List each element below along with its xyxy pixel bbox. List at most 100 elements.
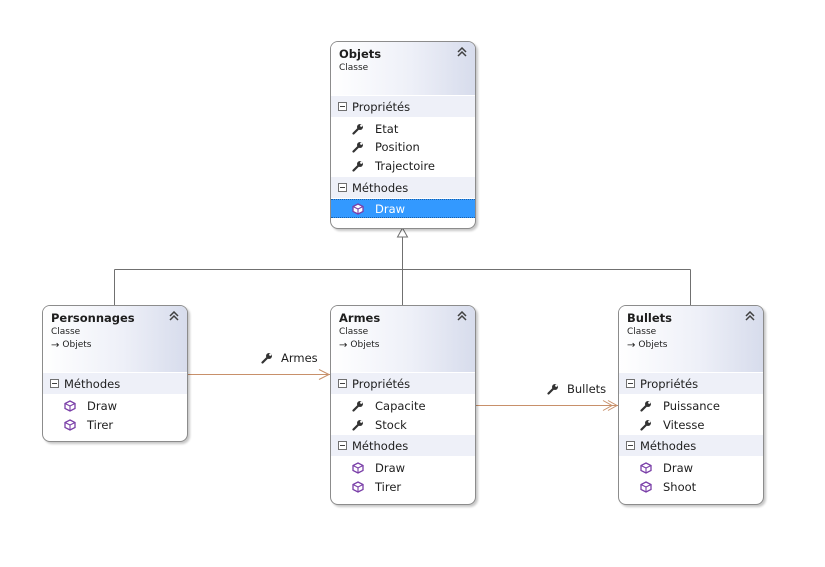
class-name: Armes [339,311,381,325]
property-label: Capacite [375,398,426,413]
class-objets[interactable]: Objets Classe Propriétés Etat Position T… [330,41,476,229]
wrench-icon [351,418,365,432]
method-label: Tirer [87,417,114,432]
double-chevron-up-icon[interactable] [743,309,757,323]
section-title: Méthodes [64,376,121,391]
double-chevron-up-icon[interactable] [167,309,181,323]
base-class-name: Objets [62,340,92,350]
section-methods[interactable]: Méthodes [619,435,763,456]
double-chevron-up-icon[interactable] [455,309,469,323]
wrench-icon [639,399,653,413]
method-item[interactable]: Shoot [619,477,763,496]
class-armes-header[interactable]: Armes Classe →Objets [331,306,475,372]
class-armes[interactable]: Armes Classe →Objets Propriétés Capacite… [330,305,476,505]
method-label: Draw [375,460,406,475]
right-arrow-icon: → [339,340,348,351]
property-item[interactable]: Trajectoire [331,156,475,175]
section-properties[interactable]: Propriétés [619,373,763,394]
cube-icon [639,480,653,494]
method-item[interactable]: Draw [331,458,475,477]
class-bullets-header[interactable]: Bullets Classe →Objets [619,306,763,372]
cube-icon [63,399,77,413]
class-stereotype: Classe [627,327,657,337]
minus-box-icon[interactable] [338,441,347,450]
class-name: Personnages [51,311,135,325]
association-bullets-label[interactable]: Bullets [546,381,606,397]
class-name: Bullets [627,311,672,325]
method-item[interactable]: Draw [43,396,187,415]
class-personnages[interactable]: Personnages Classe →Objets Méthodes Draw… [42,305,188,442]
class-personnages-header[interactable]: Personnages Classe →Objets [43,306,187,372]
section-methods[interactable]: Méthodes [331,177,475,198]
method-label: Shoot [663,479,697,494]
section-title: Méthodes [352,438,409,453]
inheritance-connector [114,226,691,305]
association-bullets-line[interactable] [475,400,619,411]
property-label: Stock [375,417,407,432]
class-stereotype: Classe [339,327,369,337]
association-label-text: Armes [281,351,318,365]
method-label: Draw [87,398,118,413]
section-title: Propriétés [352,376,411,391]
property-item[interactable]: Etat [331,119,475,138]
method-label: Draw [663,460,694,475]
class-bullets[interactable]: Bullets Classe →Objets Propriétés Puissa… [618,305,764,505]
wrench-icon [351,399,365,413]
property-item[interactable]: Capacite [331,396,475,415]
property-label: Position [375,139,420,154]
property-label: Puissance [663,398,720,413]
property-label: Vitesse [663,417,705,432]
class-name: Objets [339,47,382,61]
inheritance-arrowhead [396,226,409,238]
wrench-icon [351,122,365,136]
wrench-icon [351,159,365,173]
right-arrow-icon: → [627,340,636,351]
minus-box-icon[interactable] [338,379,347,388]
association-label-text: Bullets [567,382,607,396]
wrench-icon [639,418,653,432]
section-properties[interactable]: Propriétés [331,96,475,117]
base-class: →Objets [627,339,755,352]
base-class-name: Objets [638,340,668,350]
class-objets-header[interactable]: Objets Classe [331,42,475,95]
class-stereotype: Classe [339,63,369,73]
section-title: Propriétés [352,99,411,114]
minus-box-icon[interactable] [626,379,635,388]
property-item[interactable]: Position [331,137,475,156]
class-stereotype: Classe [51,327,81,337]
wrench-icon [546,382,560,396]
wrench-icon [260,351,274,365]
section-title: Méthodes [640,438,697,453]
section-title: Propriétés [640,376,699,391]
property-item[interactable]: Puissance [619,396,763,415]
double-chevron-up-icon[interactable] [455,45,469,59]
property-item[interactable]: Vitesse [619,415,763,434]
section-properties[interactable]: Propriétés [331,373,475,394]
property-label: Etat [375,121,399,136]
base-class-name: Objets [350,340,380,350]
minus-box-icon[interactable] [338,183,347,192]
cube-icon [351,202,365,216]
method-item[interactable]: Tirer [43,415,187,434]
section-methods[interactable]: Méthodes [43,373,187,394]
minus-box-icon[interactable] [626,441,635,450]
section-title: Méthodes [352,180,409,195]
cube-icon [351,480,365,494]
cube-icon [639,461,653,475]
section-methods[interactable]: Méthodes [331,435,475,456]
method-item[interactable]: Draw [619,458,763,477]
association-armes-line[interactable] [187,369,331,380]
minus-box-icon[interactable] [338,102,347,111]
cube-icon [63,418,77,432]
property-item[interactable]: Stock [331,415,475,434]
method-item[interactable]: Tirer [331,477,475,496]
method-item-selected[interactable]: Draw [331,199,475,218]
minus-box-icon[interactable] [50,379,59,388]
right-arrow-icon: → [51,340,60,351]
base-class: →Objets [339,339,467,352]
method-label: Draw [375,201,406,216]
method-label: Tirer [375,479,402,494]
association-armes-label[interactable]: Armes [260,350,318,366]
base-class: →Objets [51,339,179,352]
